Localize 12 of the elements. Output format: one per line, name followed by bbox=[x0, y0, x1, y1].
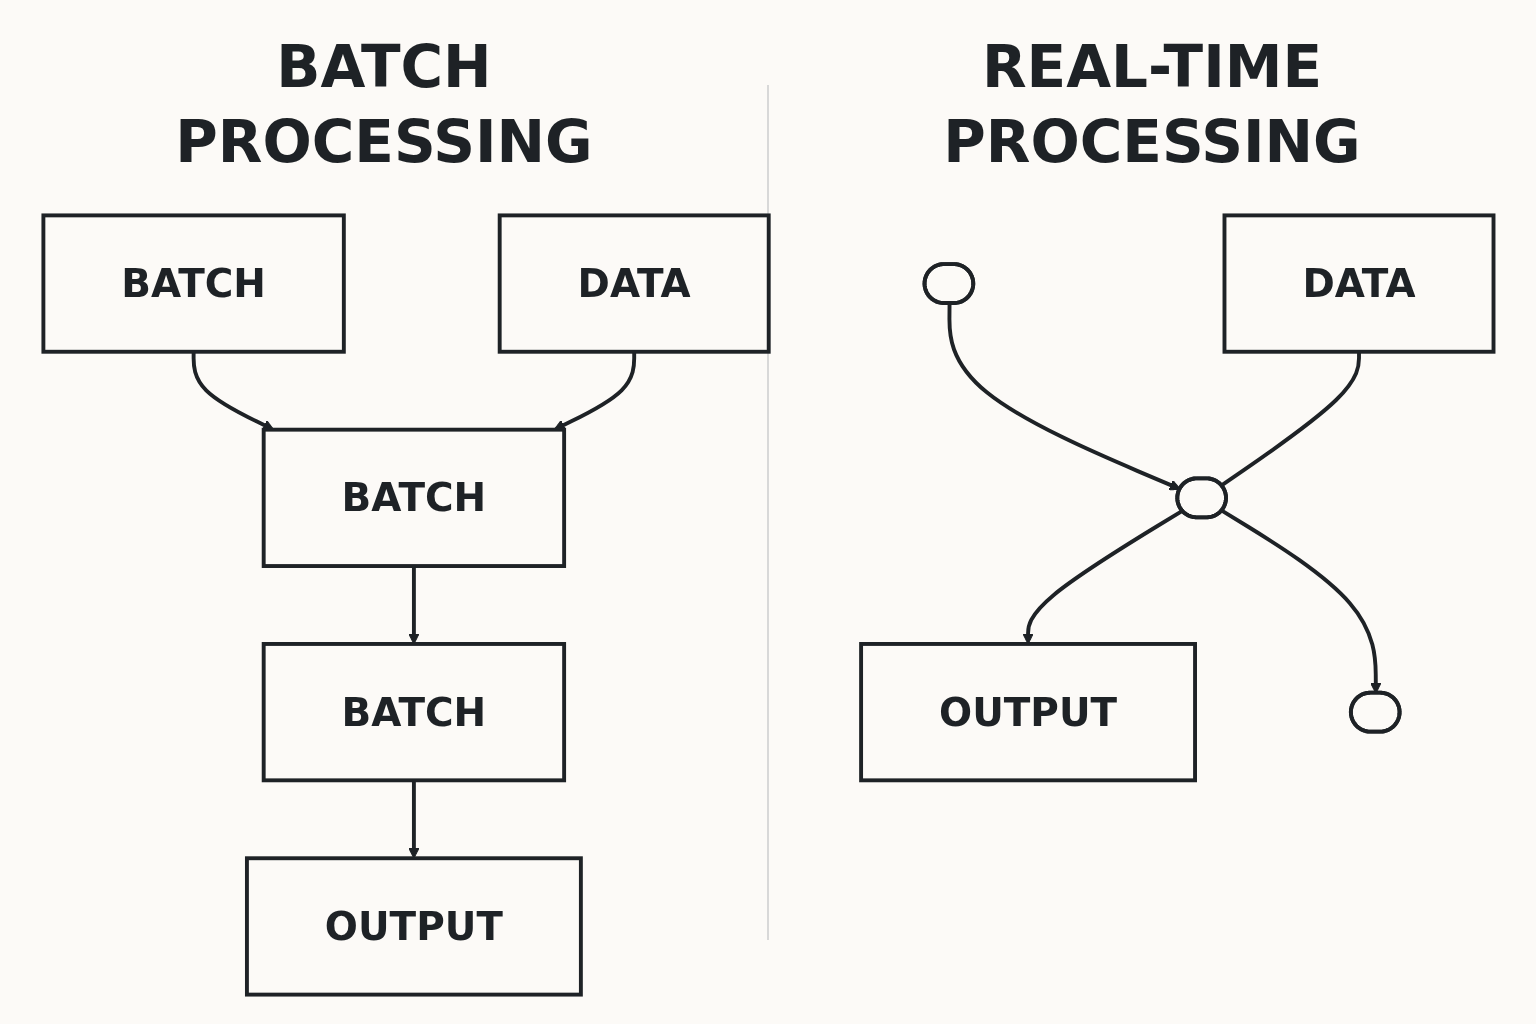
connector bbox=[1220, 351, 1361, 487]
node-box: BATCH bbox=[41, 213, 346, 354]
node-box: DATA bbox=[1222, 213, 1495, 354]
node-box: BATCH bbox=[261, 642, 566, 783]
node-box: BATCH bbox=[261, 427, 566, 568]
section-heading: REAL-TIME PROCESSING bbox=[942, 32, 1362, 179]
node-box: OUTPUT bbox=[858, 642, 1197, 783]
arrow bbox=[553, 351, 636, 431]
node-box: DATA bbox=[497, 213, 771, 354]
section-heading: BATCH PROCESSING bbox=[174, 32, 594, 179]
arrow bbox=[407, 780, 420, 859]
node-box: OUTPUT bbox=[244, 856, 583, 997]
